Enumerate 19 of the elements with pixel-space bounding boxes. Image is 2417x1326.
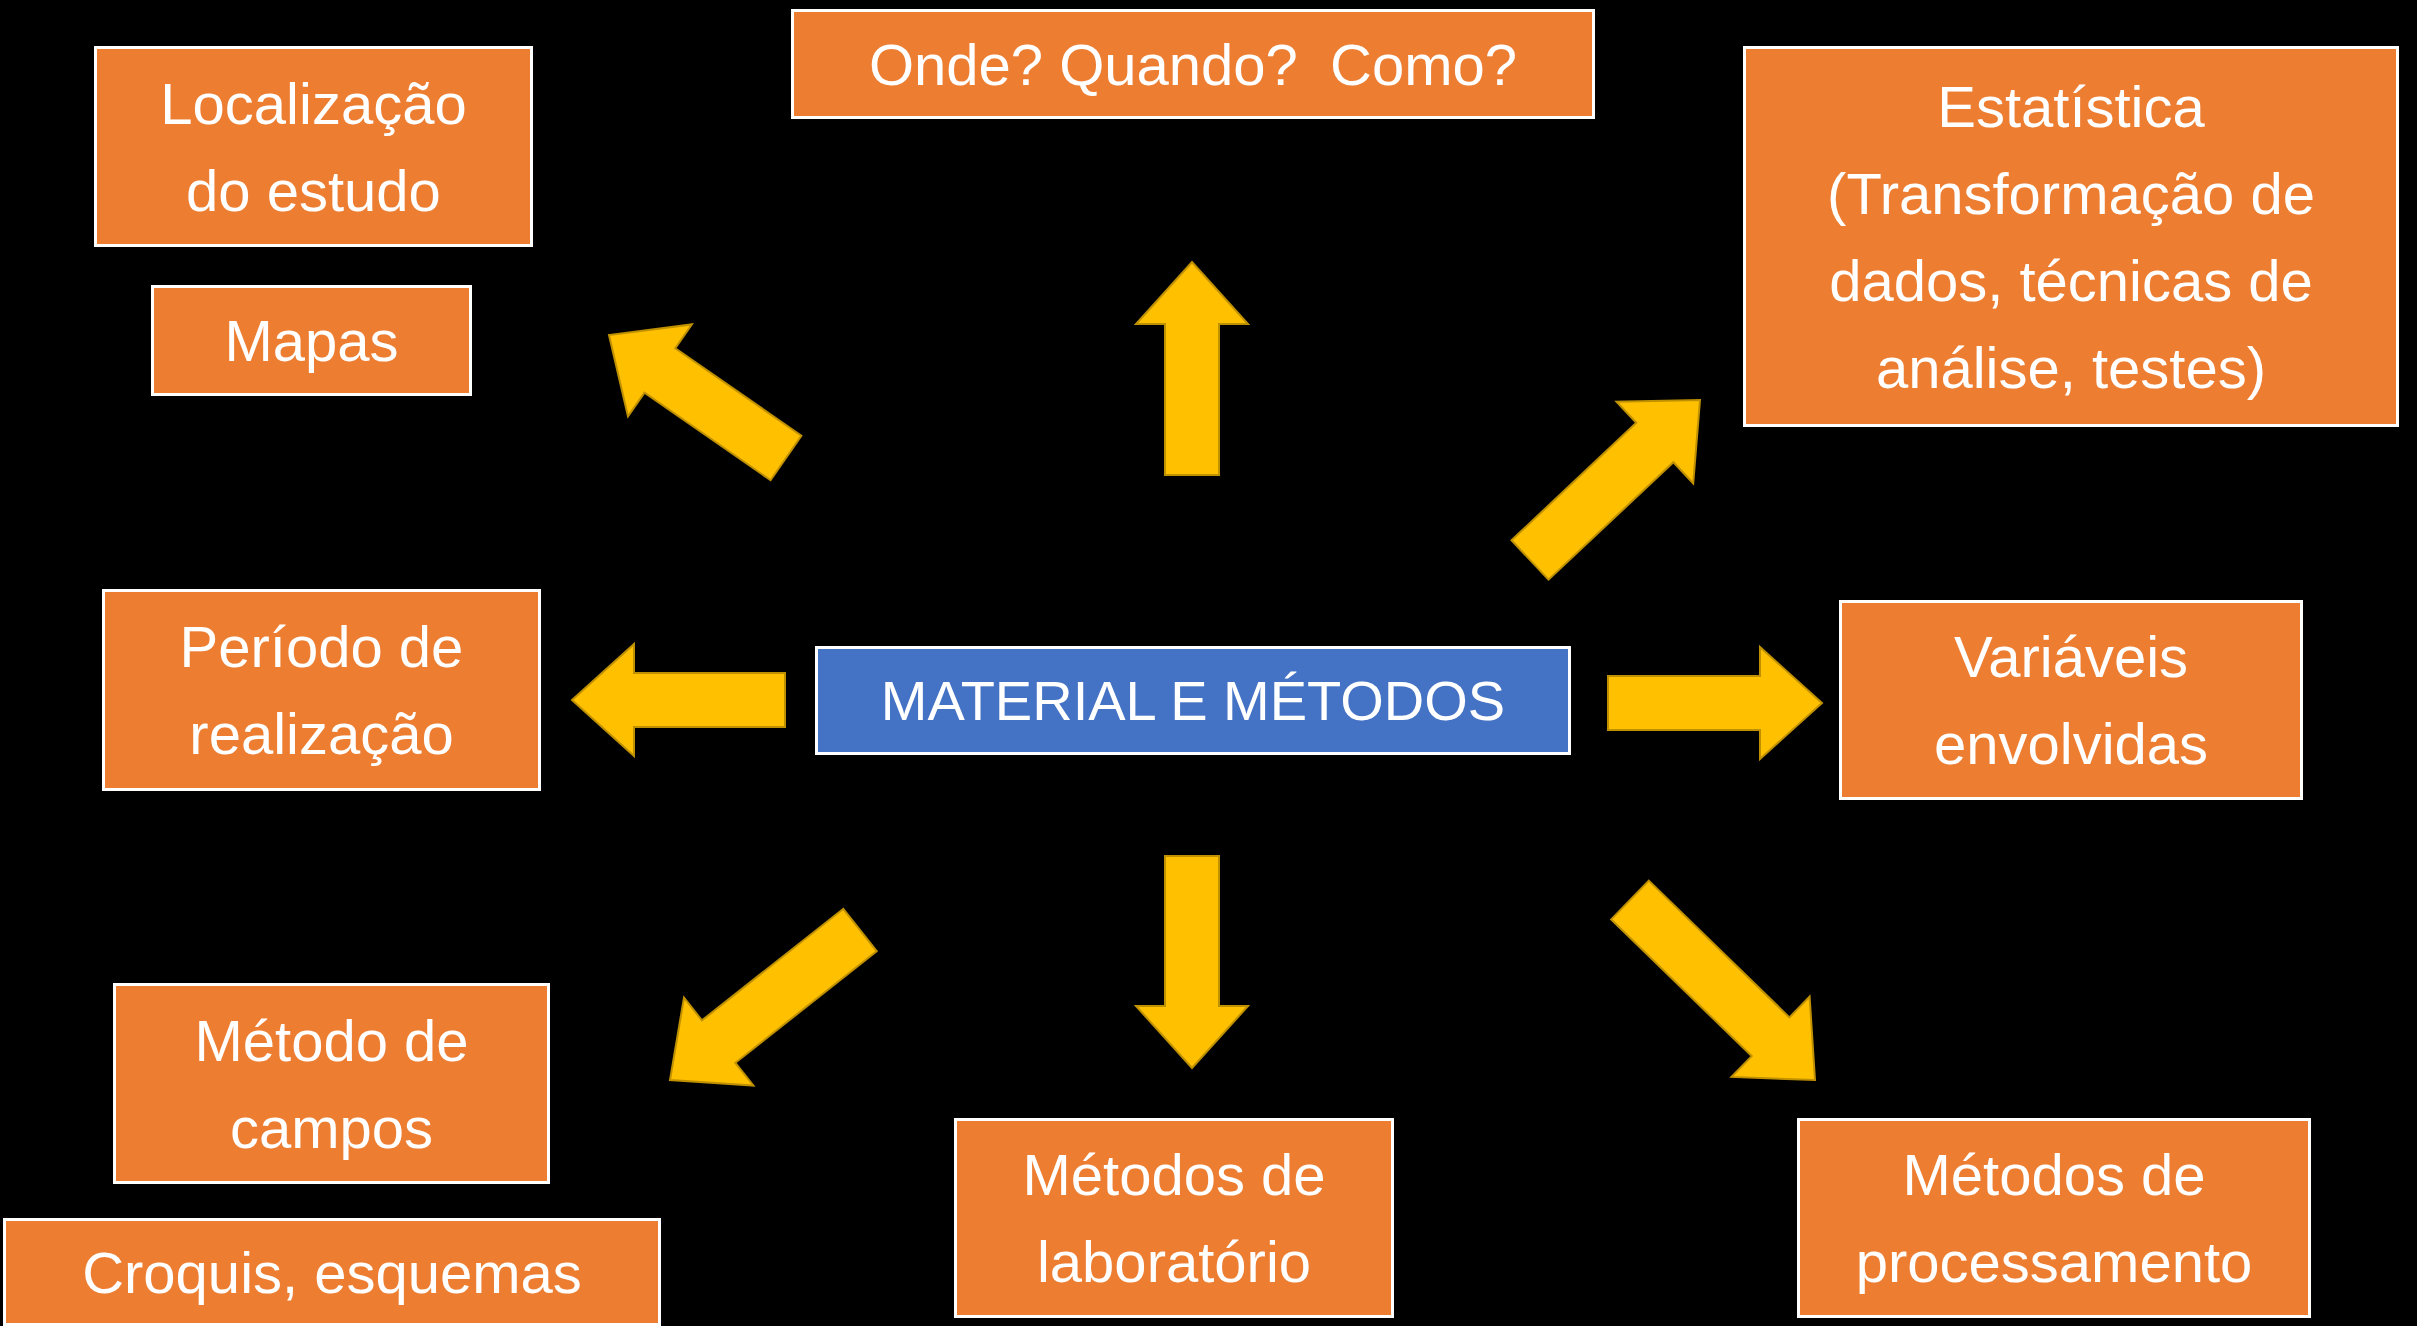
topic-box: Onde? Quando? Como?: [791, 9, 1595, 119]
block-arrow: [1607, 644, 1824, 762]
block-arrow: [1510, 398, 1702, 582]
block-arrow: [607, 323, 803, 482]
topic-box: Croquis, esquemas: [3, 1218, 661, 1326]
topic-box: Mapas: [151, 285, 472, 396]
topic-box: Estatística (Transformação de dados, técnicas de análise, testes): [1743, 46, 2399, 427]
block-arrow: [1133, 260, 1251, 476]
topic-box: Localização do estudo: [94, 46, 533, 247]
topic-box: Métodos de processamento: [1797, 1118, 2311, 1318]
topic-box: Período de realização: [102, 589, 541, 791]
topic-box: Variáveis envolvidas: [1839, 600, 2303, 800]
block-arrow: [1133, 855, 1251, 1070]
topic-box: Métodos de laboratório: [954, 1118, 1394, 1318]
block-arrow: [668, 907, 879, 1087]
topic-box: Método de campos: [113, 983, 550, 1184]
block-arrow: [1609, 879, 1817, 1082]
central-topic-box: MATERIAL E MÉTODOS: [815, 646, 1571, 755]
block-arrow: [570, 641, 786, 759]
